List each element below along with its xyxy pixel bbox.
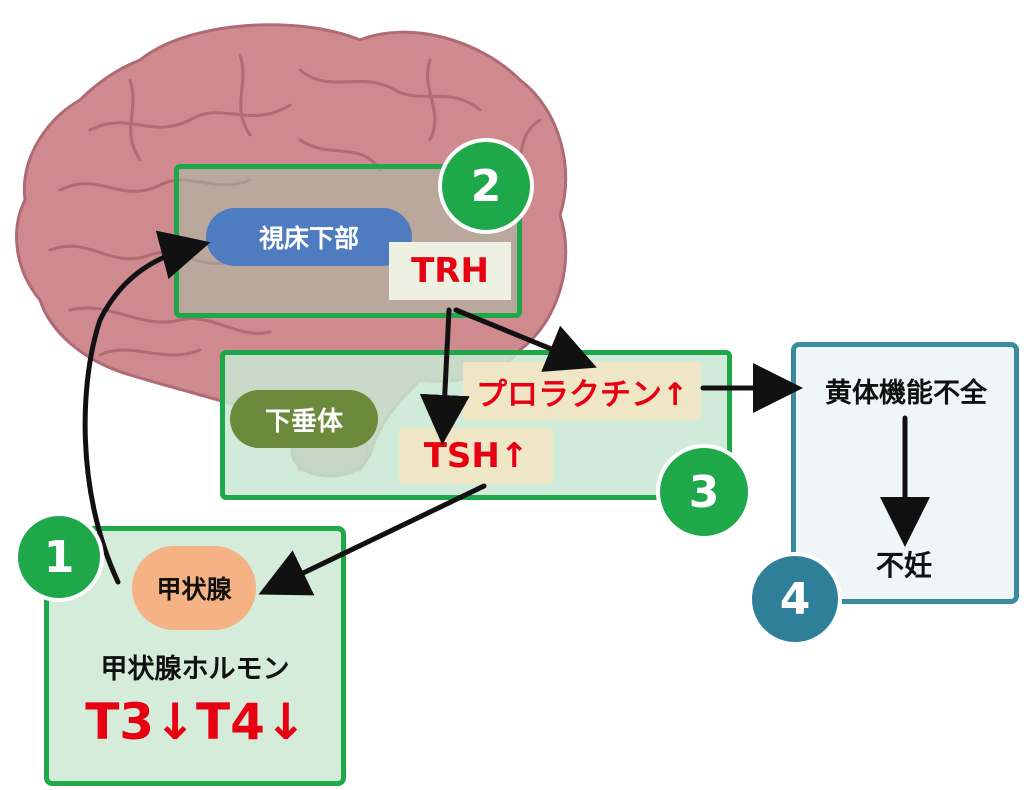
arrow-trh-to-prolactin	[453, 307, 597, 372]
step-1-badge: 1	[14, 512, 104, 602]
arrow-thyroid-to-hypothalamus	[82, 230, 211, 585]
step-3-badge: 3	[656, 444, 752, 540]
pituitary-label: 下垂体	[230, 390, 378, 448]
infertility-label: 不妊	[875, 549, 932, 582]
hypothalamus-label: 視床下部	[206, 208, 412, 266]
prolactin-label: プロラクチン↑	[463, 362, 701, 420]
thyroid-hormone-label: 甲状腺ホルモン	[100, 653, 290, 685]
step-2-badge: 2	[438, 138, 534, 234]
luteal-insufficiency-label: 黄体機能不全	[825, 377, 987, 409]
thyroid-label: 甲状腺	[132, 546, 256, 630]
trh-label: TRH	[389, 242, 511, 300]
t3-t4-label: T3↓T4↓	[85, 693, 307, 751]
step-4-badge: 4	[748, 552, 842, 646]
arrow-tsh-to-thyroid	[258, 483, 487, 596]
arrow-trh-to-tsh	[419, 307, 470, 445]
